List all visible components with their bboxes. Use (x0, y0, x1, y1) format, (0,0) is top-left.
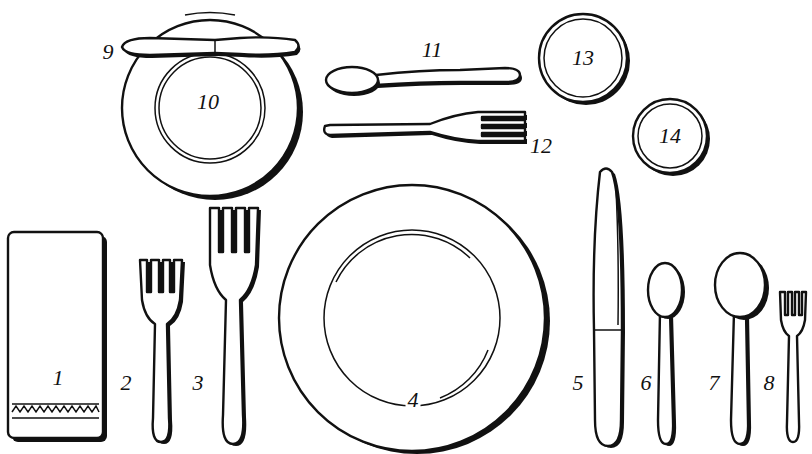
salad-fork (140, 260, 185, 444)
oyster-fork (780, 292, 806, 442)
teaspoon (648, 263, 685, 446)
butter-knife (122, 37, 301, 58)
callout-number: 4 (406, 388, 421, 412)
callout-number: 8 (762, 371, 777, 395)
callout-number: 2 (119, 371, 134, 395)
callout-number: 13 (570, 46, 596, 70)
callout-number: 5 (571, 371, 586, 395)
callout-number: 10 (195, 90, 221, 114)
callout-number: 9 (101, 40, 116, 64)
callout-number: 7 (707, 371, 722, 395)
dinner-knife (594, 169, 625, 449)
callout-number: 14 (657, 124, 683, 148)
napkin (8, 232, 107, 442)
callout-number: 3 (191, 371, 206, 395)
dessert-spoon (326, 67, 522, 96)
dinner-fork (210, 208, 261, 446)
callout-number: 6 (639, 371, 654, 395)
wine-glass (633, 99, 710, 176)
bread-plate (122, 13, 303, 201)
callout-number: 11 (420, 38, 444, 62)
callout-number: 12 (528, 134, 554, 158)
callout-number: 1 (51, 366, 66, 390)
dessert-fork (324, 112, 527, 144)
soup-spoon (715, 253, 769, 446)
water-glass (539, 14, 630, 105)
dinner-plate (279, 185, 550, 454)
